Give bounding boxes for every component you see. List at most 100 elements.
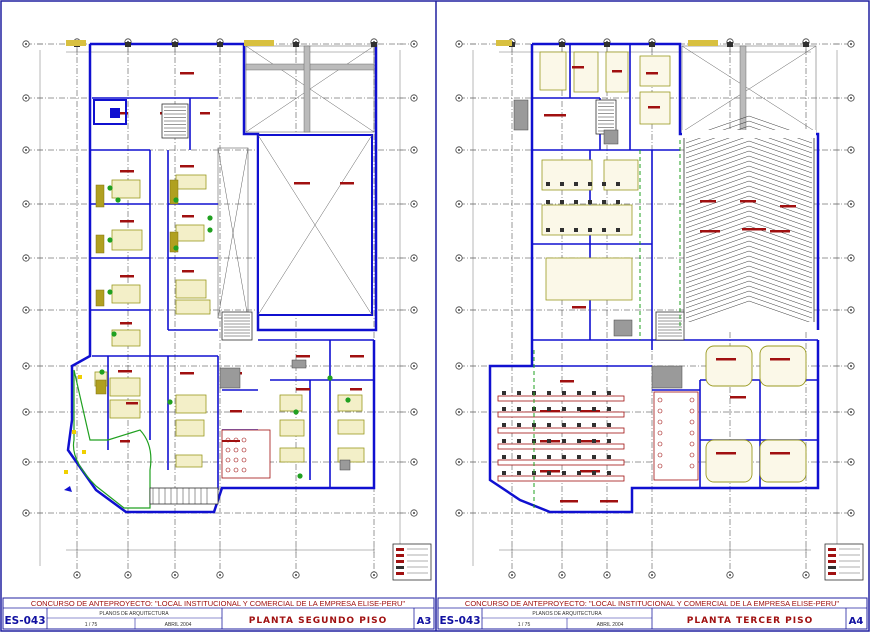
hatch-line (748, 290, 813, 314)
grid-bubble-dot (561, 574, 563, 576)
chair (562, 391, 566, 395)
toilet (657, 463, 663, 469)
plant (173, 245, 179, 251)
room-label (200, 112, 210, 115)
room-label (180, 165, 194, 168)
drawing-title: PLANTA SEGUNDO PISO (249, 616, 388, 626)
room-label (350, 355, 364, 358)
chair (577, 391, 581, 395)
office-desk (111, 329, 141, 347)
hatch-line (685, 195, 750, 219)
hatch-line (685, 255, 750, 279)
room-label (118, 112, 128, 115)
hatch-line (748, 265, 813, 289)
grid-bubble-dot (729, 574, 731, 576)
project-code: ES-043 (439, 615, 480, 627)
desk-row (497, 411, 625, 418)
hatch-line (748, 255, 813, 279)
chair (546, 228, 550, 232)
chair (577, 439, 581, 443)
stair-outline (655, 311, 685, 341)
roof-hatch (682, 115, 816, 330)
toilet (233, 467, 239, 473)
chair (616, 182, 620, 186)
hatch-line (685, 160, 750, 184)
chair (562, 471, 566, 475)
room-label (646, 72, 658, 75)
office-room (539, 51, 567, 91)
toilet (689, 441, 695, 447)
column (727, 42, 733, 47)
hatch-line (685, 180, 750, 204)
grid-bubble-dot (850, 149, 852, 151)
hatch-line (748, 240, 813, 264)
chair (592, 455, 596, 459)
chair (588, 182, 592, 186)
chair (577, 423, 581, 427)
column-block (291, 359, 307, 369)
room-label (560, 380, 574, 383)
grid-bubble-dot (458, 461, 460, 463)
plant (167, 399, 173, 405)
column (125, 42, 131, 47)
desk-row (497, 443, 625, 450)
hatch-line (685, 145, 750, 169)
grid-bubble-dot (219, 574, 221, 576)
chair (607, 391, 611, 395)
reception-desk (110, 108, 120, 118)
toilet (225, 467, 231, 473)
stair-outline (221, 311, 253, 341)
toilet (657, 430, 663, 436)
room-label (700, 230, 720, 233)
chair (574, 200, 578, 204)
grid-bubble-dot (25, 365, 27, 367)
canopy (244, 40, 274, 46)
hatch-line (748, 135, 813, 159)
grid-bubble-dot (127, 574, 129, 576)
hatch-line (748, 180, 813, 204)
chair (502, 471, 506, 475)
curved-office (705, 345, 753, 387)
column (803, 42, 809, 47)
hatch-line (748, 295, 813, 319)
grid-bubble-dot (413, 203, 415, 205)
chair (562, 423, 566, 427)
grid-bubble-dot (850, 43, 852, 45)
chair (517, 471, 521, 475)
column-block (613, 319, 633, 337)
office-room (639, 55, 671, 87)
chair (592, 439, 596, 443)
reception-room (93, 99, 127, 125)
column (217, 42, 223, 47)
grid-bubble-dot (25, 149, 27, 151)
chair (547, 407, 551, 411)
toilet (225, 457, 231, 463)
hatch-line (685, 210, 750, 234)
toilet (689, 430, 695, 436)
canopy (66, 40, 86, 46)
chair (577, 455, 581, 459)
room-label (780, 205, 796, 208)
hatch-line (748, 140, 813, 164)
grid-bubble-dot (458, 365, 460, 367)
chair (588, 200, 592, 204)
hatch-line (748, 165, 813, 189)
chair (592, 423, 596, 427)
restrooms (221, 429, 271, 479)
grid-bubble-dot (458, 43, 460, 45)
toilet (233, 457, 239, 463)
chair (546, 182, 550, 186)
plant (297, 473, 303, 479)
office-desk (175, 454, 203, 468)
chair (588, 228, 592, 232)
hatch-line (685, 190, 750, 214)
room-label (350, 388, 362, 391)
chair (502, 455, 506, 459)
hatch-line (748, 275, 813, 299)
grid-bubble-dot (850, 97, 852, 99)
office-desk (109, 377, 141, 397)
mask (682, 130, 816, 138)
plant (107, 237, 113, 243)
beam (739, 45, 747, 133)
